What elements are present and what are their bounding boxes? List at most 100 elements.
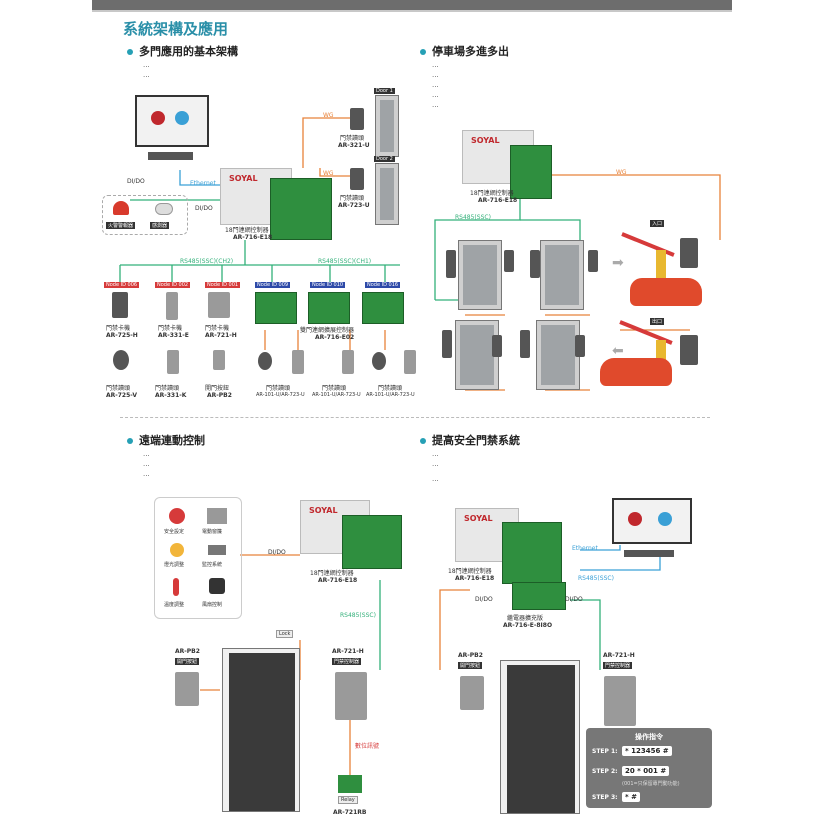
pcb-board	[308, 292, 350, 324]
step-label: STEP 2:	[592, 768, 618, 775]
keypad-reader-icon	[604, 676, 636, 726]
section-desc-line: ···	[432, 83, 439, 91]
door-icon	[375, 95, 399, 157]
node-tag: Node ID 010	[310, 282, 346, 288]
sensor-group: 火警警報器 感測器	[102, 195, 188, 235]
bullet-icon	[127, 438, 133, 444]
section-title-security: 提高安全門禁系統	[420, 432, 520, 448]
door-icon	[500, 660, 580, 814]
step-label: STEP 1:	[592, 748, 618, 755]
label-smoke: 感測器	[150, 222, 170, 229]
card-reader-icon	[442, 330, 452, 358]
device-icon-panel: 安全設定 電動窗簾 燈光調整 監控系統 溫度調整 風扇控制	[154, 497, 242, 619]
step-label: STEP 3:	[592, 794, 618, 801]
label-alarm: 數位訊號	[355, 743, 380, 750]
door-icon	[458, 240, 502, 310]
top-rule	[92, 10, 732, 12]
node-tag: Node ID 002	[155, 282, 191, 288]
door-icon	[540, 240, 584, 310]
monitor-icon	[135, 95, 209, 147]
controller-name: 18門連網控制器	[310, 570, 354, 577]
controller-model: AR-716-E18	[233, 234, 273, 241]
section-desc-line: ···	[143, 63, 150, 71]
keyboard-icon	[148, 152, 193, 160]
smoke-detector-icon	[155, 203, 173, 215]
bullet-icon	[127, 49, 133, 55]
node-tag: Node ID 009	[255, 282, 291, 288]
security-icon	[169, 508, 185, 524]
device-model: AR-721RB	[333, 809, 367, 816]
extension-name: 繼電器擴充版	[507, 615, 544, 622]
step-note: (001=只保留專門動功能)	[622, 781, 680, 787]
section-desc-line: ···	[432, 477, 439, 485]
pcb-board	[510, 145, 552, 199]
extension-board	[512, 582, 566, 610]
label-entry: 入口	[650, 220, 665, 227]
label-wg: WG	[323, 112, 334, 119]
brand-logo: SOYAL	[464, 514, 493, 523]
car-icon	[630, 278, 702, 306]
card-reader-icon	[350, 168, 364, 190]
reader-model: AR-321-U	[338, 142, 370, 149]
card-reader-icon	[112, 292, 128, 318]
label-rs485-ch1: RS485(SSC)(CH1)	[318, 258, 372, 265]
arrow-right-icon: ➡	[612, 255, 624, 271]
device-name: 門禁控制器	[603, 662, 633, 669]
icon-label: 電動窗簾	[202, 529, 223, 535]
device-name: 門禁讀頭	[322, 385, 347, 392]
section-title-parking: 停車場多進多出	[420, 43, 509, 59]
exit-button-icon	[460, 676, 484, 710]
label-wg: WG	[323, 170, 334, 177]
door-icon	[455, 320, 499, 390]
controller-name: 18門連網控制器	[470, 190, 514, 197]
step-command: 20 * 001 #	[622, 766, 670, 776]
device-name: 開門按鈕	[175, 658, 200, 665]
device-model: AR-331-K	[155, 392, 187, 399]
icon-label: 監控系統	[202, 562, 223, 568]
section-desc-line: ···	[432, 103, 439, 111]
label-dido: DI/DO	[565, 596, 583, 603]
controller-name: 18門連網控制器	[448, 568, 492, 575]
card-reader-icon	[530, 250, 540, 278]
section-title-remote: 遠端連動控制	[127, 432, 205, 448]
label-rs485-ch2: RS485(SSC)(CH2)	[180, 258, 234, 265]
device-model: AR-721-H	[205, 332, 237, 339]
device-name: 門禁控制器	[332, 658, 362, 665]
device-model: AR-PB2	[458, 652, 483, 659]
reader-name: 門禁讀頭	[340, 195, 365, 202]
pcb-board	[502, 522, 562, 584]
section-desc-line: ···	[143, 73, 150, 81]
pcb-board	[362, 292, 404, 324]
section-desc-line: ···	[432, 73, 439, 81]
light-icon	[170, 543, 184, 557]
label-relay: Relay	[338, 796, 358, 804]
label-dido: DI/DO	[195, 205, 213, 212]
card-reader-icon	[680, 335, 698, 365]
section-desc-line: ···	[432, 462, 439, 470]
node-tag: Node ID 016	[365, 282, 401, 288]
label-lock: Lock	[276, 630, 294, 638]
device-name: 開門按鈕	[205, 385, 230, 392]
device-model: AR-PB2	[207, 392, 232, 399]
label-wg: WG	[616, 169, 627, 176]
controller-name: 18門連網控制器	[225, 227, 269, 234]
card-reader-icon	[492, 335, 502, 357]
section-desc-line: ···	[432, 63, 439, 71]
device-model: AR-101-U/AR-723-U	[256, 392, 305, 398]
card-reader-icon	[404, 350, 416, 374]
relay-icon	[338, 775, 362, 793]
brand-logo: SOYAL	[229, 174, 258, 183]
card-reader-icon	[167, 350, 179, 374]
section-desc-line: ···	[432, 93, 439, 101]
pcb-board	[342, 515, 402, 569]
globe-icon	[175, 111, 189, 125]
page-title: 系統架構及應用	[123, 20, 229, 38]
car-icon	[600, 358, 672, 386]
node-tag: Node ID 001	[205, 282, 241, 288]
bullet-icon	[420, 438, 426, 444]
card-reader-icon	[342, 350, 354, 374]
gate-post-icon	[656, 250, 666, 278]
card-reader-icon	[166, 292, 178, 320]
device-name: 開門按鈕	[458, 662, 483, 669]
